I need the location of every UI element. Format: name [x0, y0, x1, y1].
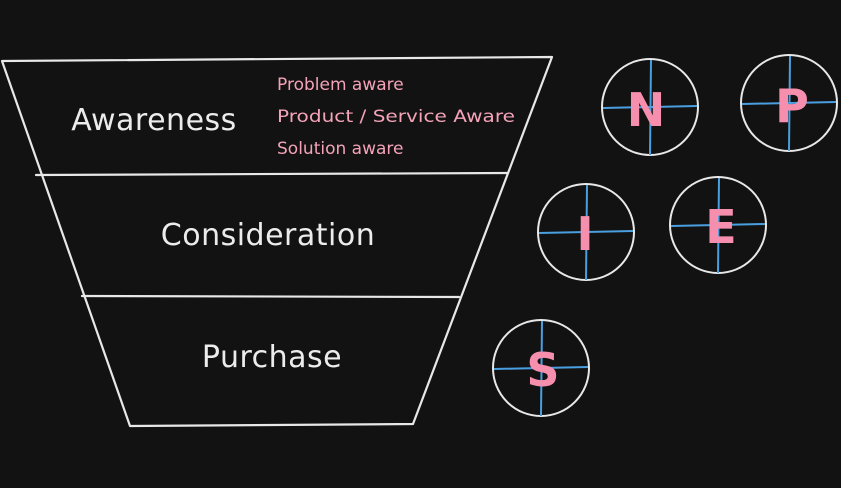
circle-p: P — [740, 54, 838, 152]
circle-e: E — [669, 176, 767, 274]
funnel-divider-1 — [34, 171, 510, 177]
circle-letter-i: I — [576, 207, 593, 261]
letter-circles: N P I E S — [492, 54, 838, 417]
circle-i: I — [537, 183, 635, 281]
stage-awareness-label: Awareness — [71, 103, 237, 138]
circle-s: S — [492, 319, 590, 417]
awareness-note-product-service: Product / Service Aware — [277, 107, 515, 127]
circle-letter-n: N — [627, 83, 666, 137]
stage-consideration-label: Consideration — [161, 218, 375, 253]
circle-letter-s: S — [526, 343, 559, 397]
funnel: Awareness Consideration Purchase Problem… — [0, 55, 554, 428]
funnel-outline — [0, 55, 554, 428]
circle-n: N — [601, 58, 699, 156]
awareness-note-solution: Solution aware — [277, 139, 403, 159]
funnel-divider-2 — [80, 294, 461, 299]
circle-letter-p: P — [775, 79, 809, 133]
circle-letter-e: E — [705, 200, 736, 254]
awareness-note-problem: Problem aware — [277, 75, 404, 95]
stage-purchase-label: Purchase — [202, 340, 342, 375]
